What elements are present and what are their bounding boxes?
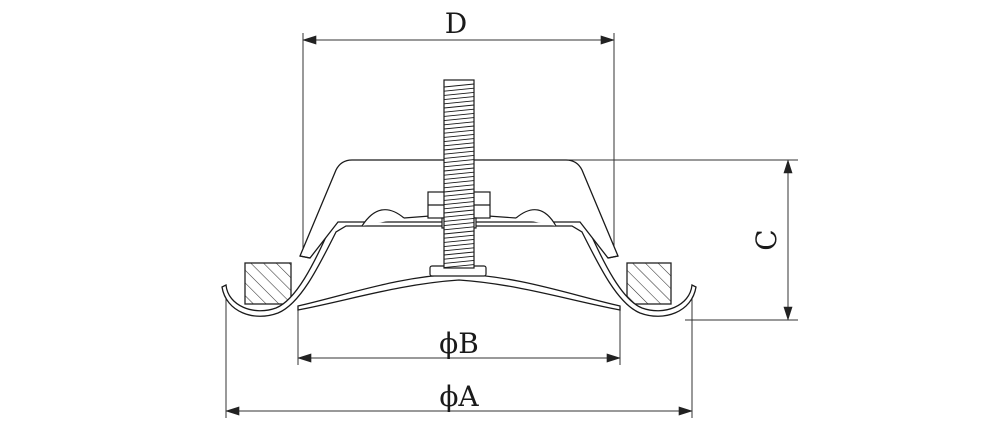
threaded-rod xyxy=(443,79,475,269)
dimension-phi-a xyxy=(225,298,693,418)
dimension-d xyxy=(302,33,615,255)
ceiling-block-right xyxy=(626,262,672,305)
dimension-phi-a-label: ϕA xyxy=(439,380,479,413)
dimension-d-label: D xyxy=(445,7,467,40)
ceiling-block-left xyxy=(244,262,292,305)
bottom-disc xyxy=(297,273,621,311)
outer-cone xyxy=(221,217,697,317)
dimension-phi-b xyxy=(297,310,621,365)
dimension-c-label: C xyxy=(750,229,783,250)
dimension-phi-b-label: ϕB xyxy=(439,327,479,360)
support-rollers xyxy=(361,209,557,227)
